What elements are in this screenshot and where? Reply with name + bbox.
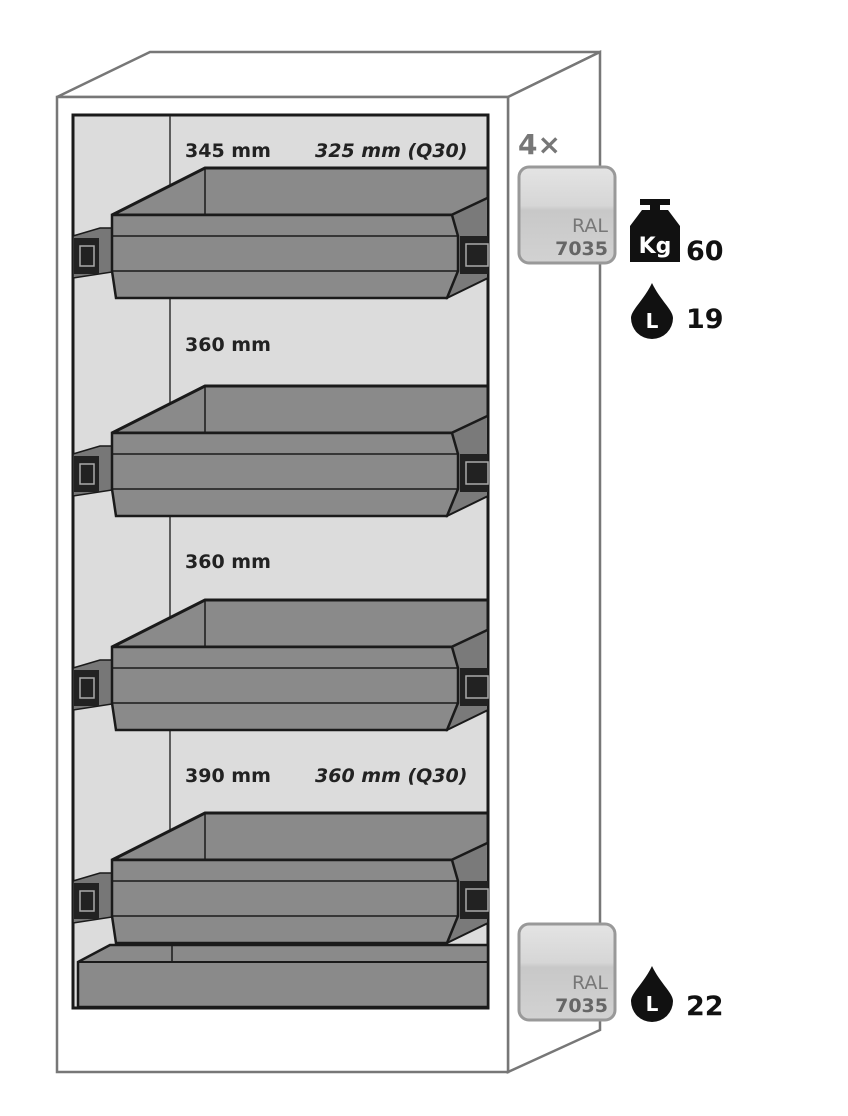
- rail-bracket-right: [460, 454, 488, 492]
- shelf-tray-front: [110, 858, 460, 945]
- drop-icon-text: L: [646, 309, 659, 333]
- liquid-drop-icon: L: [631, 283, 673, 339]
- shelf-tray-front: [110, 431, 460, 518]
- rail-bracket-right: [460, 881, 488, 919]
- shelf-1-q30-height: 325 mm (Q30): [315, 140, 467, 162]
- sump-volume-liters: 22: [686, 991, 724, 1022]
- ral-label: RAL: [572, 215, 608, 237]
- rail-bracket-right: [460, 668, 488, 706]
- max-load-kg: 60: [686, 236, 724, 267]
- shelf-3-height: 360 mm: [185, 551, 271, 573]
- rail-bracket-right: [460, 236, 488, 274]
- ral-color-swatch-bottom: RAL 7035: [517, 922, 617, 1022]
- drop-icon-text: L: [646, 992, 659, 1016]
- rail-bracket-left: [74, 456, 99, 492]
- shelf-drawers: [72, 166, 490, 945]
- shelf-2-height: 360 mm: [185, 334, 271, 356]
- weight-icon: Kg: [630, 199, 680, 262]
- shelf-tray-front: [110, 645, 460, 732]
- rail-bracket-left: [74, 883, 99, 919]
- weight-icon-text: Kg: [639, 234, 672, 259]
- shelf-4-q30-height: 360 mm (Q30): [315, 765, 467, 787]
- ral-label: RAL: [572, 972, 608, 994]
- rail-bracket-left: [74, 238, 99, 274]
- bottom-sump: [76, 943, 490, 1009]
- shelf-count: 4×: [518, 128, 561, 161]
- ral-color-swatch-top: RAL 7035: [517, 165, 617, 265]
- ral-code: 7035: [555, 238, 608, 260]
- shelf-1-height: 345 mm: [185, 140, 271, 162]
- liquid-drop-icon: L: [631, 966, 673, 1022]
- ral-code: 7035: [555, 995, 608, 1017]
- rail-bracket-left: [74, 670, 99, 706]
- shelf-4-height: 390 mm: [185, 765, 271, 787]
- shelf-tray-front: [110, 213, 460, 300]
- shelf-volume-liters: 19: [686, 304, 724, 335]
